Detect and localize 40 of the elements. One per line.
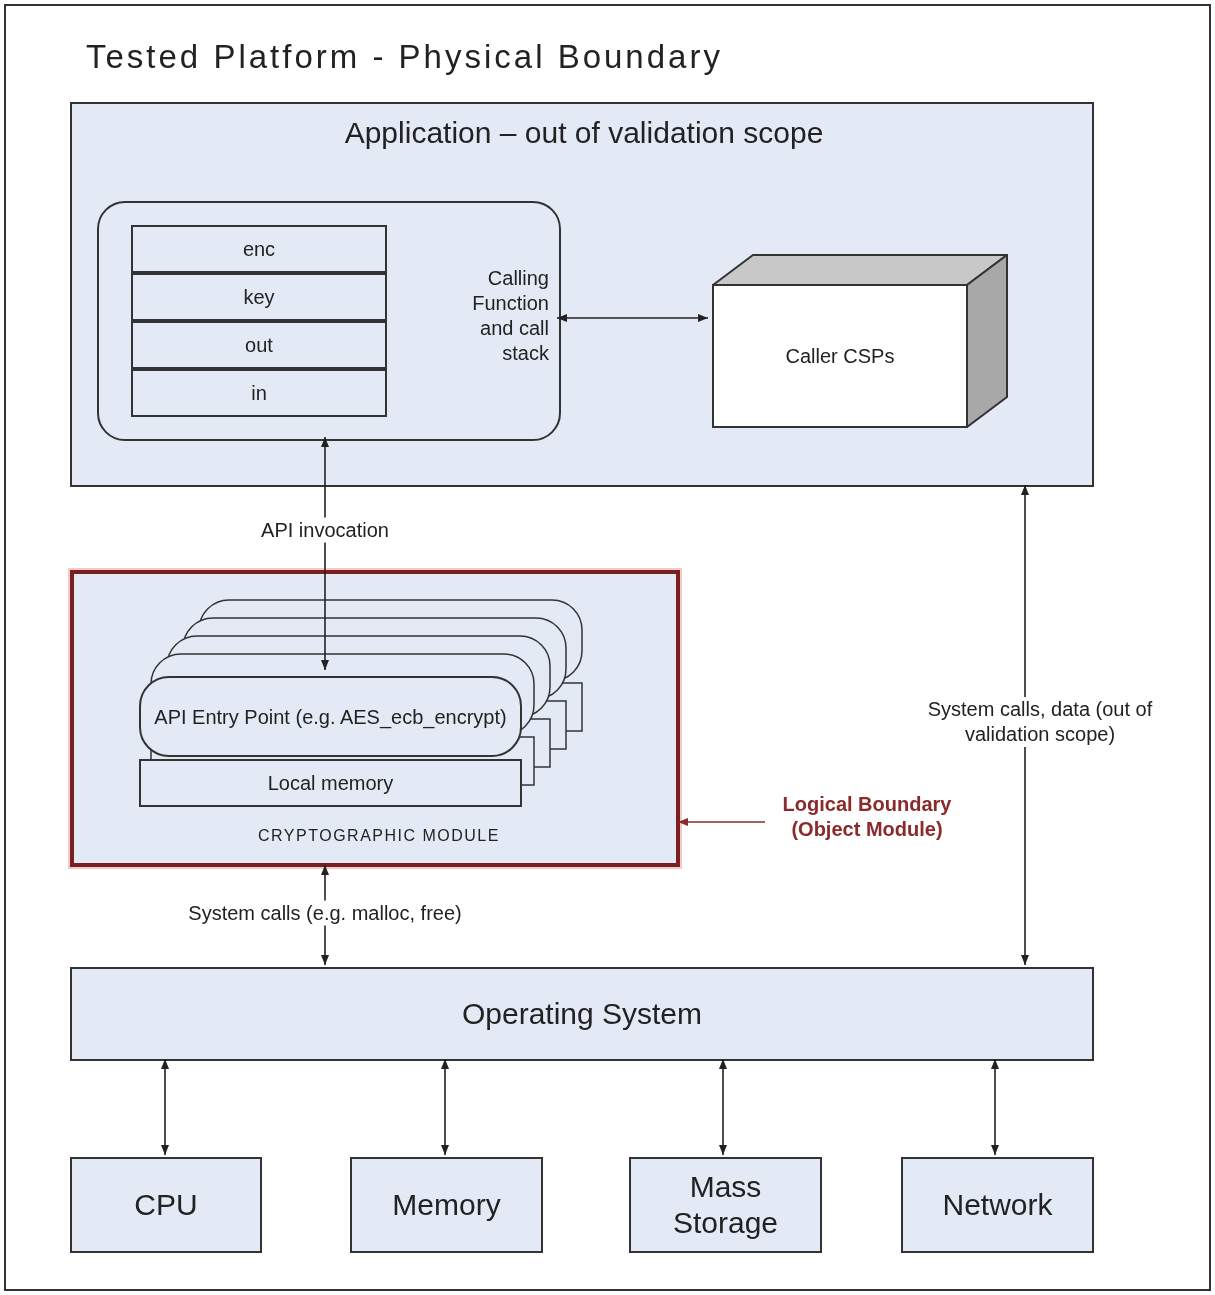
node-label: key (242, 285, 276, 309)
double-arrow (321, 436, 329, 671)
cryptographic-module-box (70, 570, 680, 867)
node-label: Operating System (460, 996, 704, 1032)
call-stack-label: Calling Function and call stack (471, 266, 549, 366)
local-memory-box (139, 759, 522, 807)
stack-frame-cell (131, 369, 387, 417)
node-label: CPU (133, 1187, 199, 1223)
api-entry-point-box (139, 676, 522, 757)
node-label: Memory (391, 1187, 502, 1223)
node-label: Mass Storage (671, 1169, 780, 1241)
node-label: in (250, 381, 268, 405)
boundary-title: Tested Platform - Physical Boundary (86, 37, 724, 77)
call-stack-box (97, 201, 561, 441)
node-label: out (244, 333, 274, 357)
hardware-box (629, 1157, 822, 1253)
node-label: Local memory (266, 771, 395, 795)
arrow (677, 818, 766, 826)
double-arrow (441, 1058, 449, 1156)
hardware-box (70, 1157, 262, 1253)
stack-frame-cell (131, 225, 387, 273)
panel-title: Application – out of validation scope (343, 115, 825, 151)
double-arrow (161, 1058, 169, 1156)
boundary-annotation: Logical Boundary (Object Module) (781, 792, 953, 842)
node-label: API Entry Point (e.g. AES_ecb_encrypt) (153, 704, 508, 729)
double-arrow (1021, 484, 1029, 966)
module-label: CRYPTOGRAPHIC MODULE (257, 826, 501, 846)
stack-frame-cell (131, 273, 387, 321)
hardware-box (901, 1157, 1094, 1253)
operating-system-bar (70, 967, 1094, 1061)
node-label: Caller CSPs (784, 344, 896, 368)
application-panel (70, 102, 1094, 487)
stack-frame-cell (131, 321, 387, 369)
node-label: Network (941, 1187, 1054, 1223)
node-label: enc (241, 237, 277, 261)
double-arrow (991, 1058, 999, 1156)
double-arrow (556, 314, 709, 322)
platform-boundary-frame (4, 4, 1211, 1291)
double-arrow (719, 1058, 727, 1156)
hardware-box (350, 1157, 543, 1253)
